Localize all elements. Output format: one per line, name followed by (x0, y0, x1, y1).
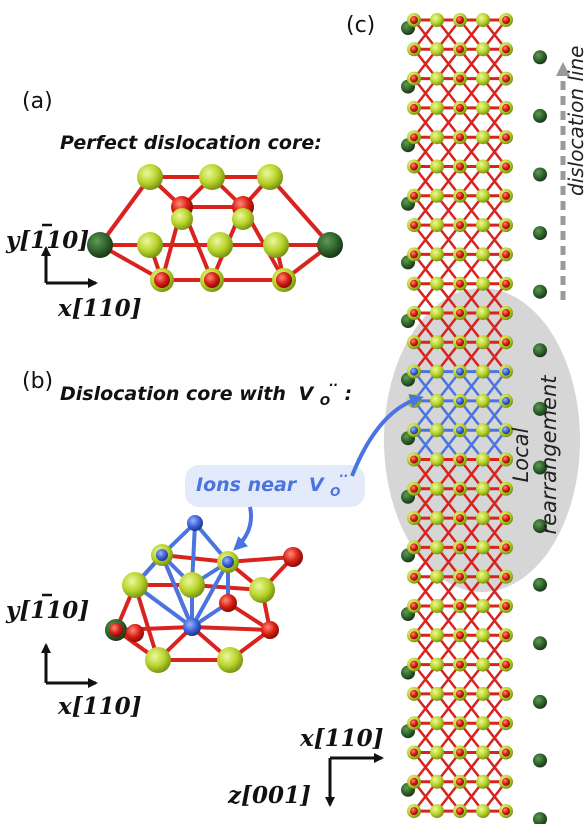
vacancy-core-structure (105, 515, 303, 673)
perfect-core-structure (87, 164, 343, 292)
panel-label-b: (b) (22, 369, 53, 394)
axis-label-z-c: z[001] (227, 782, 311, 809)
axis-label-x-a: x[110] (57, 295, 142, 322)
panel-c: (c) dislocation line Local rearrangement… (227, 13, 586, 824)
axes-b: y[110] x[110] (5, 593, 142, 720)
panel-b-title: Dislocation core with V O ·· : (60, 372, 352, 410)
local-rearrangement-label-1: Local (509, 427, 533, 482)
axes-a: y[110] x[110] (5, 223, 142, 322)
svg-text:Dislocation core with: Dislocation core with V O ·· : (60, 372, 352, 410)
panel-label-c: (c) (346, 13, 375, 38)
panel-a-title: Perfect dislocation core: (60, 132, 322, 154)
dislocation-column (401, 13, 547, 824)
panel-b: (b) Dislocation core with V O ·· : Ions … (5, 369, 424, 720)
axis-label-y-a: y[110] (5, 227, 89, 254)
local-rearrangement-label-2: rearrangement (537, 375, 561, 535)
axis-label-y-b: y[110] (5, 597, 89, 624)
axis-label-x-b: x[110] (57, 693, 142, 720)
callout-arrow-left (233, 506, 253, 551)
callout-arrow-right (350, 394, 424, 477)
dislocation-line-label: dislocation line (564, 46, 586, 196)
axis-label-x-c: x[110] (299, 725, 384, 752)
axes-c: x[110] z[001] (227, 725, 384, 809)
panel-label-a: (a) (22, 89, 53, 114)
ions-callout: Ions near V O ·· (185, 394, 424, 551)
svg-text:Ions near V O: Ions near V O ·· (196, 469, 348, 501)
panel-a: (a) Perfect dislocation core: (5, 89, 343, 322)
